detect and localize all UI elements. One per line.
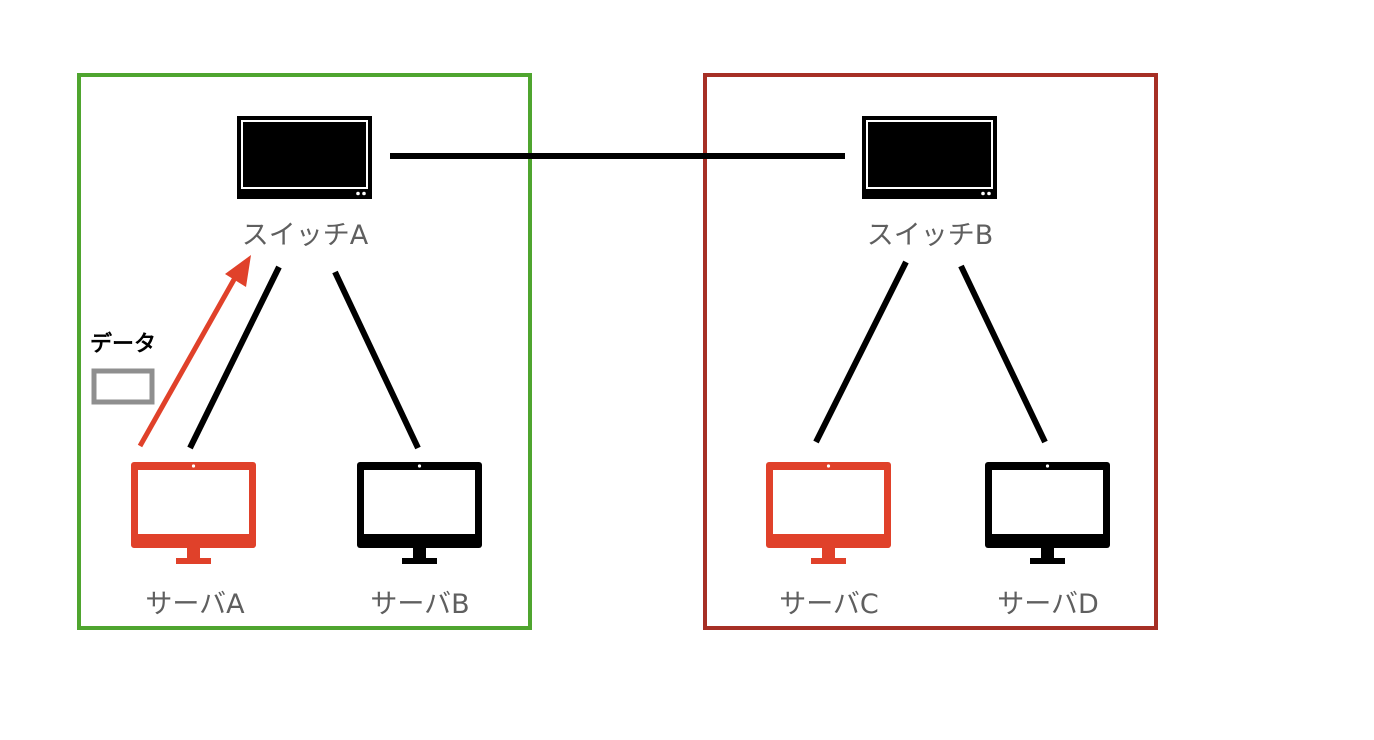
switch-a: スイッチA — [237, 116, 372, 251]
network-switch-icon — [237, 116, 372, 199]
link-switch-a-server-b — [332, 270, 421, 450]
server-c: サーバC — [766, 462, 891, 620]
monitor-icon — [985, 462, 1110, 564]
server-b: サーバB — [357, 462, 482, 620]
link-switch-b-server-d — [958, 264, 1048, 444]
switch-b: スイッチB — [862, 116, 997, 251]
monitor-icon — [357, 462, 482, 564]
server-a-label: サーバA — [145, 589, 245, 620]
server-d: サーバD — [985, 462, 1110, 620]
server-d-label: サーバD — [997, 589, 1099, 620]
link-switch-a-server-a — [187, 265, 282, 450]
server-c-label: サーバC — [779, 589, 879, 620]
flow-arrow-server-a-to-switch-a — [137, 255, 251, 448]
group-a-box — [77, 73, 532, 630]
data-packet-label: データ — [90, 331, 156, 357]
monitor-icon — [766, 462, 891, 564]
link-switch-b-server-c — [813, 260, 909, 444]
group-b-box — [703, 73, 1158, 630]
server-b-label: サーバB — [370, 589, 469, 620]
server-a: サーバA — [131, 462, 256, 620]
switch-b-label: スイッチB — [867, 220, 994, 251]
monitor-icon — [131, 462, 256, 564]
network-switch-icon — [862, 116, 997, 199]
data-packet-icon — [91, 368, 155, 405]
switch-a-label: スイッチA — [242, 220, 369, 251]
